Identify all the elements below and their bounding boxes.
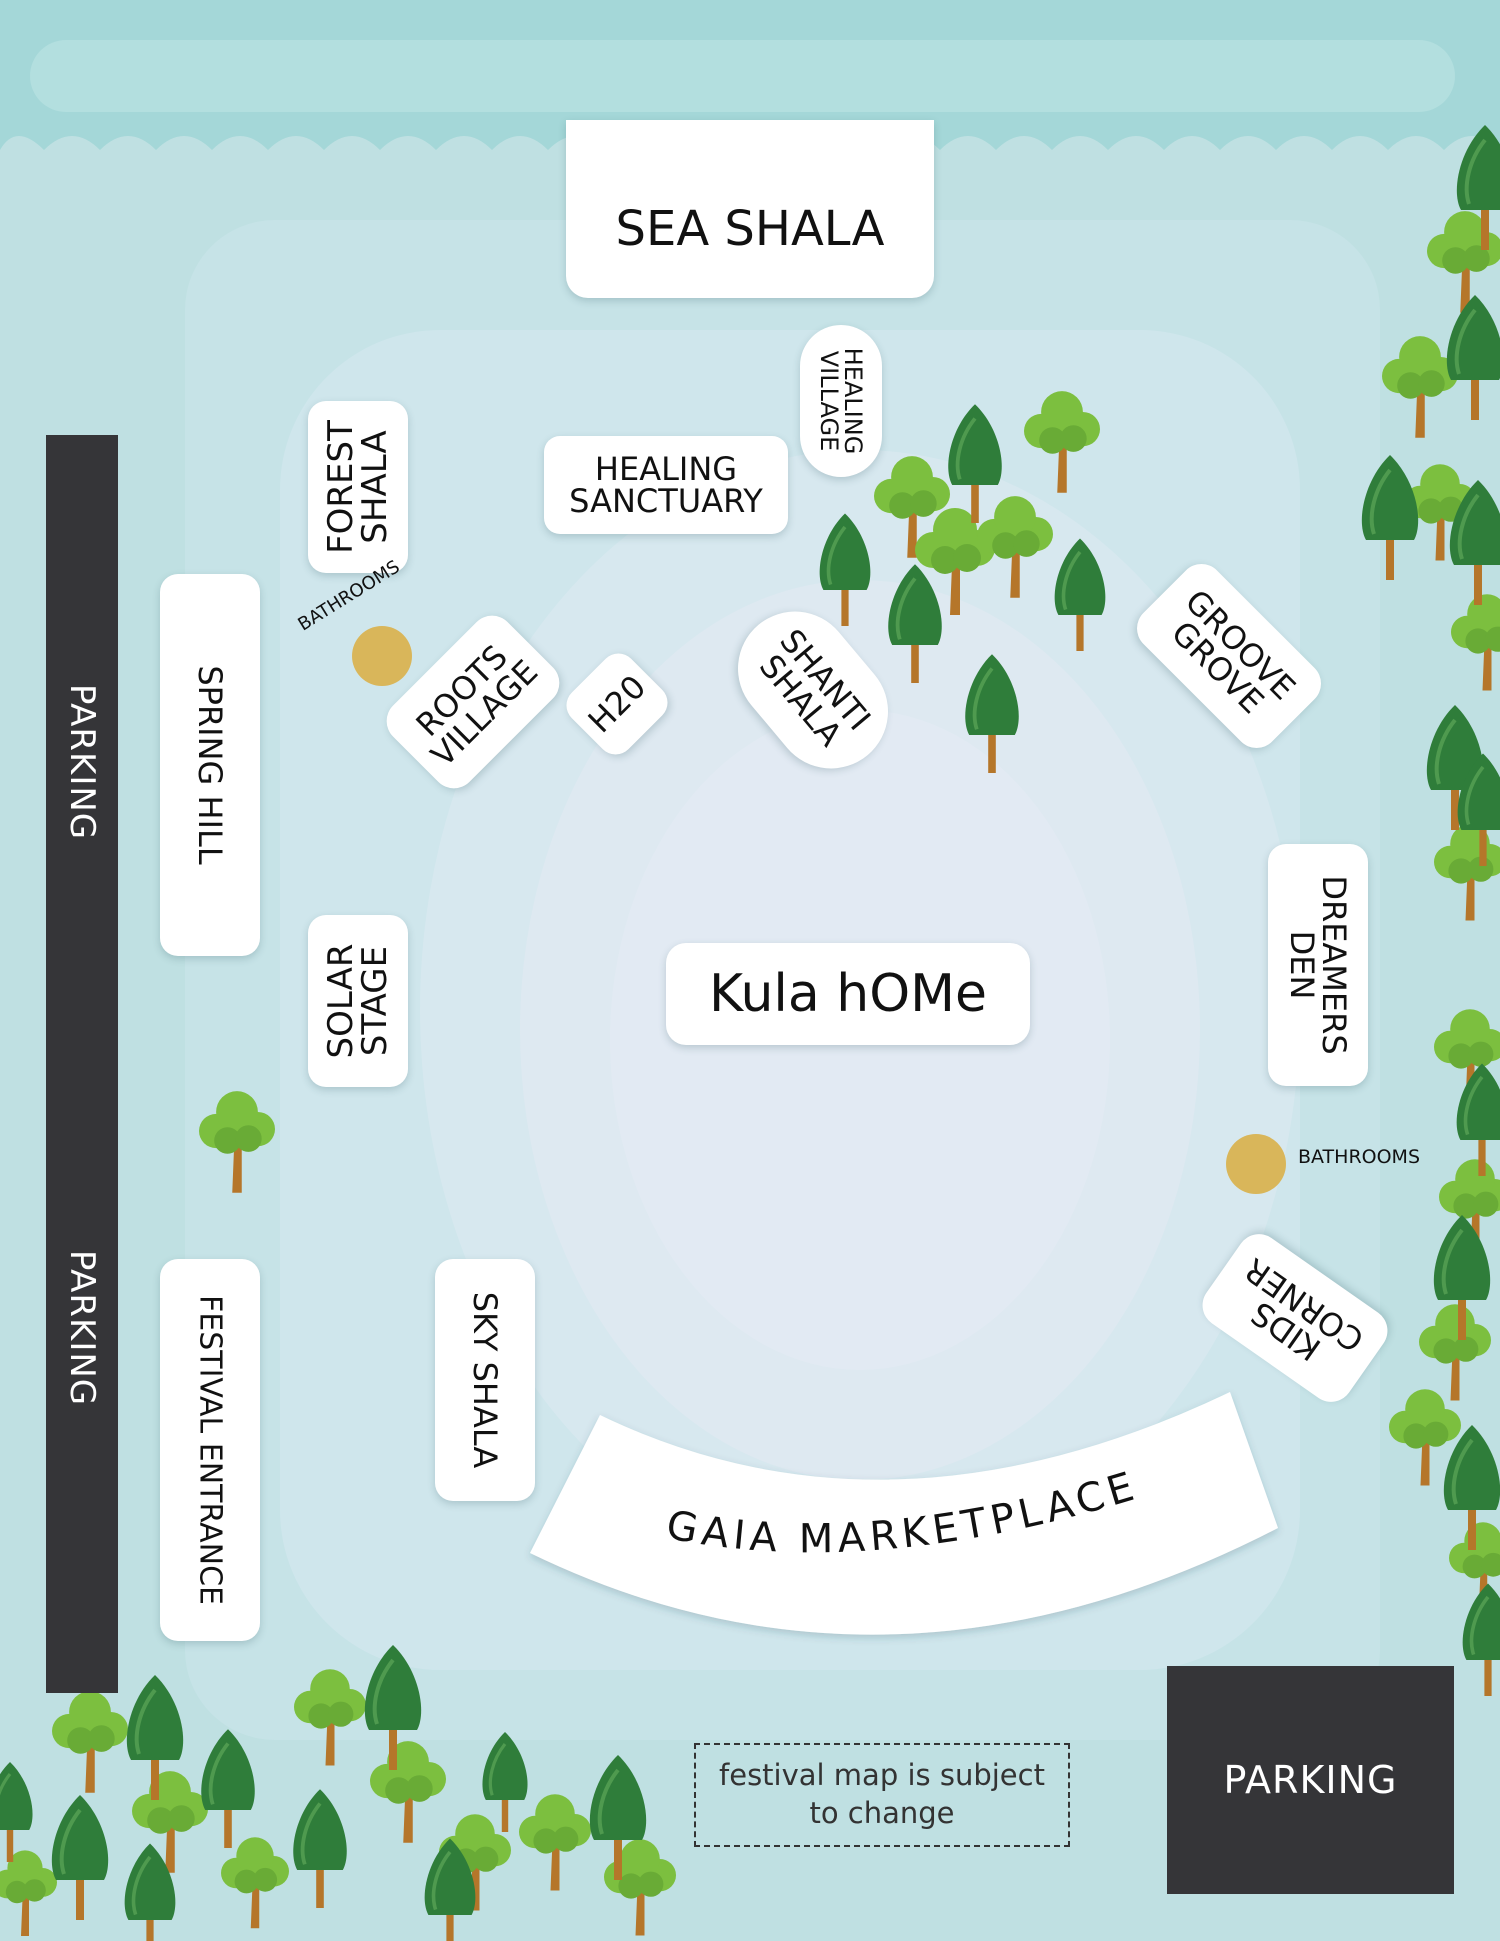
sky-shala-label: SKY SHALA — [466, 1291, 504, 1469]
leafy-tree-icon — [519, 1794, 591, 1891]
leafy-tree-icon — [1449, 1522, 1500, 1614]
dreamers-den-label: DREAMERS DEN — [1283, 875, 1353, 1055]
bathroom-marker-east[interactable] — [1226, 1134, 1286, 1194]
pine-tree-icon — [124, 1843, 176, 1941]
leafy-tree-icon — [52, 1691, 128, 1793]
sky-shala-venue[interactable]: SKY SHALA — [435, 1259, 535, 1501]
map-disclaimer-text: festival map is subject to change — [719, 1758, 1045, 1830]
leafy-tree-icon — [1389, 1389, 1462, 1486]
pine-tree-icon — [965, 654, 1019, 773]
pine-tree-icon — [51, 1795, 109, 1920]
h20-label: H20 — [580, 667, 654, 741]
trees — [0, 125, 1500, 1941]
leafy-tree-icon — [1024, 391, 1100, 493]
pine-tree-icon — [364, 1645, 422, 1770]
bathroom-marker-west[interactable] — [352, 626, 412, 686]
kula-home-label: Kula hOMe — [708, 964, 988, 1024]
healing-village-venue[interactable]: HEALING VILLAGE — [800, 325, 882, 477]
leafy-tree-icon — [294, 1669, 366, 1766]
leafy-tree-icon — [915, 508, 995, 615]
dreamers-den-venue[interactable]: DREAMERS DEN — [1268, 844, 1368, 1086]
pine-tree-icon — [201, 1729, 255, 1848]
parking-lot-southeast[interactable]: PARKING — [1167, 1666, 1454, 1894]
healing-sanctuary-venue[interactable]: HEALING SANCTUARY — [544, 436, 788, 534]
bathrooms-label-east: BATHROOMS — [1298, 1146, 1421, 1168]
pine-tree-icon — [589, 1755, 647, 1880]
pine-tree-icon — [1426, 705, 1484, 830]
healing-village-label: HEALING VILLAGE — [815, 347, 867, 455]
leafy-tree-icon — [1434, 1009, 1500, 1106]
spring-hill-label: SPRING HILL — [191, 665, 229, 865]
leafy-tree-icon — [370, 1741, 446, 1843]
pine-tree-icon — [948, 404, 1002, 523]
sea-shala-label: SEA SHALA — [615, 201, 885, 257]
pine-tree-icon — [424, 1838, 476, 1941]
forest-shala-venue[interactable]: FOREST SHALA — [308, 401, 408, 573]
festival-entrance-label: FESTIVAL ENTRANCE — [192, 1294, 228, 1606]
pine-tree-icon — [819, 513, 871, 626]
pine-tree-icon — [1456, 125, 1500, 250]
forest-shala-label: FOREST SHALA — [321, 420, 395, 554]
pine-tree-icon — [1361, 455, 1419, 580]
parking-label-south: PARKING — [62, 1250, 102, 1407]
parking-lot-west[interactable]: PARKING PARKING — [46, 435, 118, 1693]
pine-tree-icon — [888, 564, 942, 683]
solar-stage-venue[interactable]: SOLAR STAGE — [308, 915, 408, 1087]
pine-tree-icon — [126, 1675, 184, 1800]
leafy-tree-icon — [199, 1091, 275, 1193]
pine-tree-icon — [1457, 753, 1500, 866]
pine-tree-icon — [293, 1789, 347, 1908]
solar-stage-label: SOLAR STAGE — [321, 943, 395, 1059]
pine-tree-icon — [0, 1762, 33, 1862]
kula-home-venue[interactable]: Kula hOMe — [666, 943, 1030, 1045]
pine-tree-icon — [1462, 1583, 1500, 1696]
pine-tree-icon — [1054, 538, 1106, 651]
leafy-tree-icon — [977, 496, 1053, 598]
parking-label-north: PARKING — [62, 683, 102, 841]
leafy-tree-icon — [1427, 211, 1500, 313]
pine-tree-icon — [1449, 480, 1500, 605]
pine-tree-icon — [1433, 1215, 1491, 1340]
pine-tree-icon — [1443, 1425, 1500, 1550]
leafy-tree-icon — [132, 1771, 208, 1873]
pine-tree-icon — [1446, 295, 1500, 420]
spring-hill-venue[interactable]: SPRING HILL — [160, 574, 260, 956]
parking-label-southeast: PARKING — [1223, 1758, 1398, 1802]
sea-shala-venue[interactable]: SEA SHALA — [566, 120, 934, 298]
pine-tree-icon — [482, 1732, 528, 1832]
leafy-tree-icon — [221, 1837, 290, 1929]
leafy-tree-icon — [874, 456, 951, 558]
map-disclaimer-note: festival map is subject to change — [694, 1743, 1070, 1847]
healing-sanctuary-label: HEALING SANCTUARY — [569, 450, 763, 520]
festival-entrance-venue[interactable]: FESTIVAL ENTRANCE — [160, 1259, 260, 1641]
leafy-tree-icon — [0, 1850, 57, 1936]
pine-tree-icon — [1456, 1063, 1500, 1176]
